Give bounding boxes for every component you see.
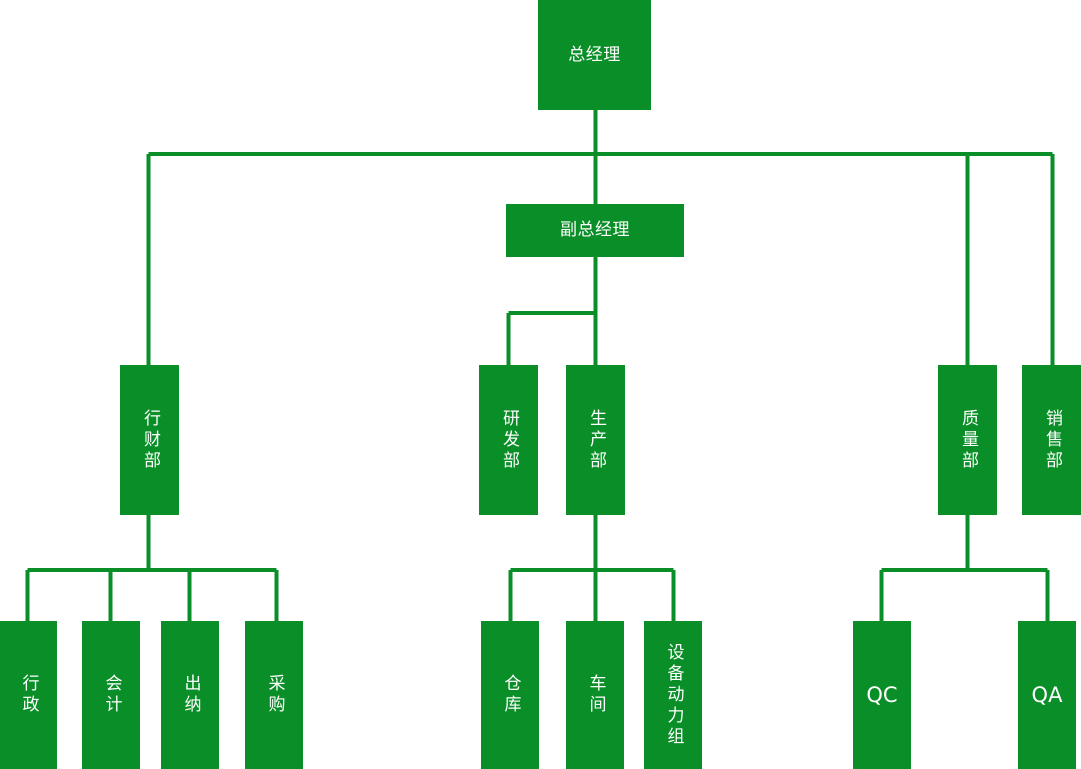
node-qa-label: QA	[1031, 682, 1063, 707]
node-admin-finance-dept-label: 行财部	[140, 408, 160, 472]
node-quality-dept-label: 质量部	[958, 408, 978, 472]
node-admin-finance-dept[interactable]: 行财部	[120, 365, 179, 515]
node-workshop[interactable]: 车间	[566, 621, 624, 769]
node-purchasing[interactable]: 采购	[245, 621, 303, 769]
node-sales-dept[interactable]: 销售部	[1022, 365, 1081, 515]
node-purchasing-label: 采购	[264, 674, 285, 716]
node-sales-dept-label: 销售部	[1042, 408, 1062, 472]
node-warehouse[interactable]: 仓库	[481, 621, 539, 769]
node-workshop-label: 车间	[585, 674, 606, 716]
node-general-manager-label: 总经理	[568, 44, 621, 65]
node-administration-label: 行政	[18, 674, 39, 716]
node-qa[interactable]: QA	[1018, 621, 1076, 769]
node-production-dept[interactable]: 生产部	[566, 365, 625, 515]
node-cashier[interactable]: 出纳	[161, 621, 219, 769]
node-qc[interactable]: QC	[853, 621, 911, 769]
node-administration[interactable]: 行政	[0, 621, 57, 769]
node-rd-dept[interactable]: 研发部	[479, 365, 538, 515]
node-accounting-label: 会计	[101, 674, 122, 716]
node-equipment-power-team[interactable]: 设备动力组	[644, 621, 702, 769]
node-warehouse-label: 仓库	[500, 674, 521, 716]
node-quality-dept[interactable]: 质量部	[938, 365, 997, 515]
node-cashier-label: 出纳	[180, 674, 201, 716]
node-rd-dept-label: 研发部	[499, 408, 519, 472]
node-equipment-power-team-label: 设备动力组	[663, 642, 684, 748]
node-accounting[interactable]: 会计	[82, 621, 140, 769]
node-deputy-general-manager-label: 副总经理	[560, 220, 630, 241]
node-deputy-general-manager[interactable]: 副总经理	[506, 204, 684, 257]
node-general-manager[interactable]: 总经理	[538, 0, 651, 110]
node-qc-label: QC	[866, 682, 898, 707]
node-production-dept-label: 生产部	[586, 408, 606, 472]
